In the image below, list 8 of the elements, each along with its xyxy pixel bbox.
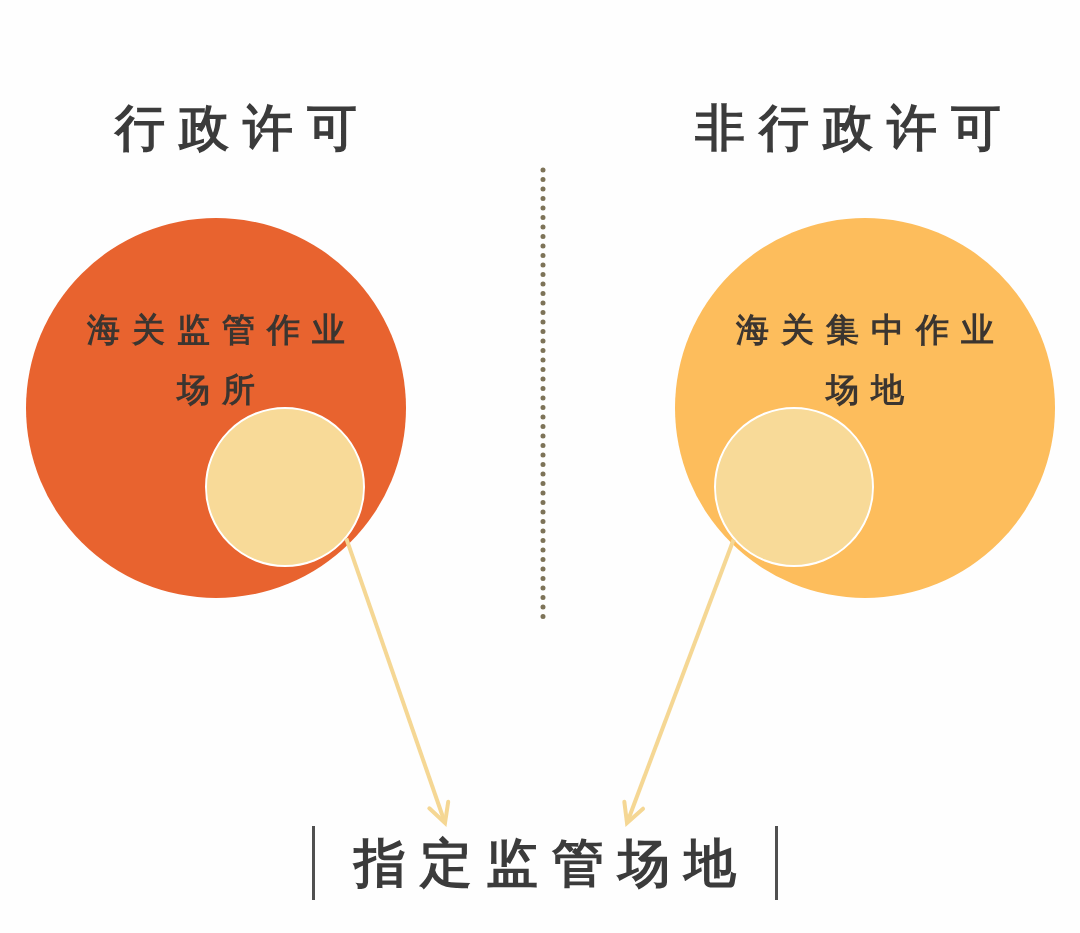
arrow bbox=[344, 537, 451, 825]
circle-label: 海关监管作业场所 bbox=[86, 309, 358, 411]
column-heading: 行政许可 bbox=[113, 98, 371, 158]
arrow bbox=[622, 538, 736, 825]
column-heading: 非行政许可 bbox=[694, 98, 1015, 158]
site-label: 指定监管场地 bbox=[351, 832, 750, 894]
circle-label: 海关集中作业场地 bbox=[735, 309, 1007, 411]
bracketed-label-box bbox=[312, 826, 778, 900]
